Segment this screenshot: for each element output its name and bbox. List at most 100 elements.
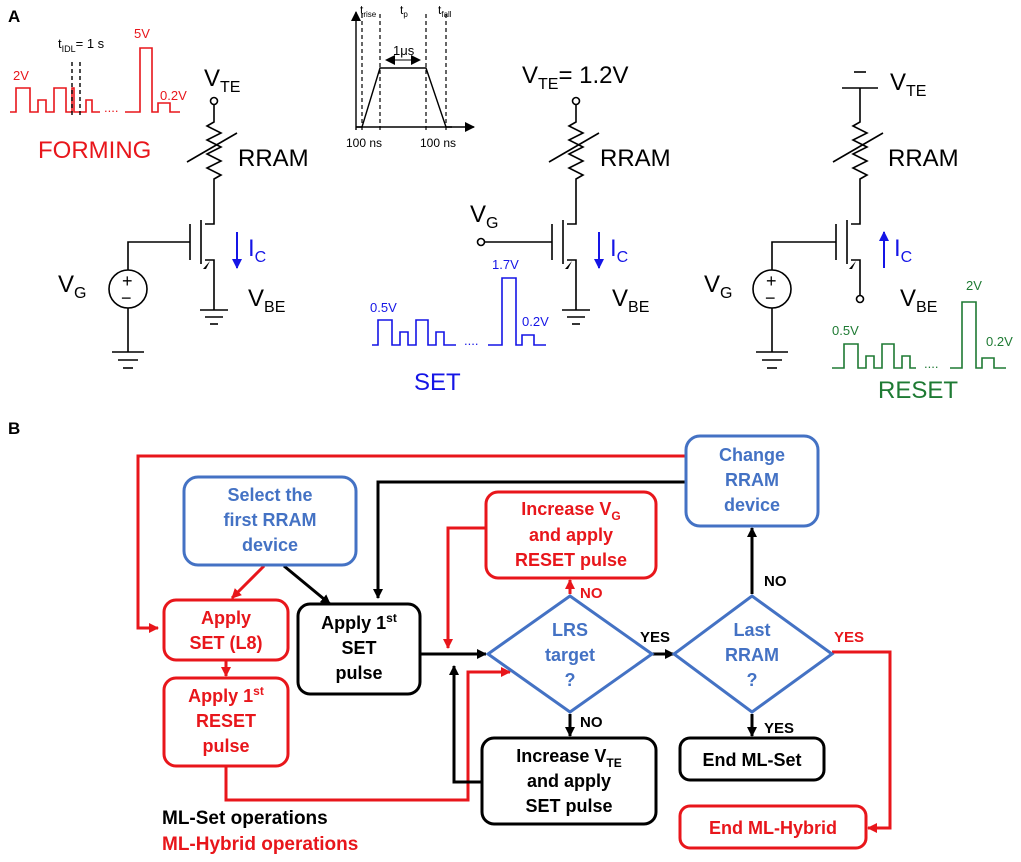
svg-text:device: device	[724, 495, 780, 515]
reset-v-start: 0.5V	[832, 323, 859, 338]
svg-text:Apply 1st: Apply 1st	[188, 684, 264, 706]
forming-circuit	[108, 96, 238, 369]
last-rram-diamond	[671, 594, 835, 714]
svg-text:Last: Last	[733, 620, 770, 640]
timing-width: 1μs	[393, 43, 415, 58]
svg-text:Increase VG: Increase VG	[521, 499, 620, 523]
forming-idl-markers	[71, 62, 81, 118]
forming-t-idl-label: tIDL= 1 s	[58, 36, 105, 54]
svg-text:RESET: RESET	[196, 711, 256, 731]
forming-vte-label: VTE	[204, 65, 240, 96]
timing-t-p: tp	[400, 3, 408, 19]
forming-rram-label: RRAM	[238, 145, 309, 172]
svg-text:RESET pulse: RESET pulse	[515, 550, 627, 570]
svg-text:LRS: LRS	[552, 620, 588, 640]
timing-diagram	[351, 11, 475, 132]
set-circuit	[476, 96, 600, 325]
set-waveform	[372, 277, 546, 346]
end-ml-set-text: End ML-Set	[703, 750, 802, 770]
select-first-rram-box	[182, 475, 358, 567]
forming-minus: −	[121, 288, 132, 308]
svg-text:Select the: Select the	[227, 485, 312, 505]
set-vte-label: VTE= 1.2V	[522, 62, 629, 93]
svg-text:?: ?	[565, 670, 576, 690]
forming-title: FORMING	[38, 137, 151, 164]
last-no-label: NO	[764, 573, 787, 590]
end-ml-hybrid-text: End ML-Hybrid	[709, 818, 837, 838]
select-first-rram-text: Select the first RRAM device	[224, 485, 317, 555]
legend-ml-set: ML-Set operations	[162, 808, 328, 829]
svg-text:?: ?	[747, 670, 758, 690]
panel-b-label: B	[8, 419, 20, 438]
forming-vbe-label: VBE	[248, 285, 285, 316]
reset-plus: +	[766, 271, 777, 291]
set-vbe-label: VBE	[612, 285, 649, 316]
svg-text:RRAM: RRAM	[725, 645, 779, 665]
timing-fall-time: 100 ns	[420, 136, 456, 150]
apply-first-set-box	[296, 602, 422, 696]
svg-text:RRAM: RRAM	[725, 470, 779, 490]
change-rram-text: Change RRAM device	[719, 445, 785, 515]
lrs-target-diamond	[485, 594, 655, 714]
svg-text:and apply: and apply	[529, 525, 613, 545]
svg-text:and apply: and apply	[527, 771, 611, 791]
set-dots: ....	[464, 333, 478, 348]
increase-vte-text: Increase VTE and apply SET pulse	[516, 746, 621, 816]
reset-minus: −	[765, 288, 776, 308]
set-ic-label: IC	[610, 235, 628, 266]
forming-v-peak: 5V	[134, 26, 150, 41]
forming-transistor-arrow	[203, 261, 210, 269]
set-rram-label: RRAM	[600, 145, 671, 172]
forming-v-start: 2V	[13, 68, 29, 83]
forming-ic-label: IC	[248, 235, 266, 266]
reset-v-read: 0.2V	[986, 334, 1013, 349]
last-rram-text: Last RRAM ?	[725, 620, 779, 690]
reset-title: RESET	[878, 377, 958, 404]
reset-vbe-label: VBE	[900, 285, 937, 316]
end-ml-set-box	[678, 736, 826, 782]
svg-text:first RRAM: first RRAM	[224, 510, 317, 530]
increase-vg-box	[484, 490, 658, 580]
increase-vte-box	[480, 736, 658, 826]
reset-rram-label: RRAM	[888, 145, 959, 172]
timing-rise-time: 100 ns	[346, 136, 382, 150]
change-rram-box	[684, 434, 820, 528]
lrs-no-black-label: NO	[580, 714, 603, 731]
svg-text:target: target	[545, 645, 595, 665]
forming-vg-label: VG	[58, 271, 86, 302]
timing-t-fall: tfall	[438, 3, 452, 19]
end-ml-hybrid-box	[678, 804, 868, 850]
svg-text:SET (L8): SET (L8)	[189, 633, 262, 653]
set-v-start: 0.5V	[370, 300, 397, 315]
apply-first-reset-text: Apply 1st RESET pulse	[188, 684, 264, 756]
svg-text:Apply 1st: Apply 1st	[321, 611, 397, 633]
svg-text:Increase VTE: Increase VTE	[516, 746, 621, 770]
reset-waveform	[832, 301, 1006, 369]
last-yes-red-label: YES	[834, 629, 864, 646]
reset-v-peak: 2V	[966, 278, 982, 293]
reset-circuit	[752, 71, 884, 369]
legend-ml-hybrid: ML-Hybrid operations	[162, 834, 358, 855]
apply-set-l8-text: Apply SET (L8)	[189, 608, 262, 653]
last-yes-label: YES	[764, 720, 794, 737]
flowchart-connectors	[136, 454, 892, 833]
svg-text:pulse: pulse	[202, 736, 249, 756]
svg-text:device: device	[242, 535, 298, 555]
lrs-no-red-label: NO	[580, 585, 603, 602]
set-v-read: 0.2V	[522, 314, 549, 329]
reset-vg-label: VG	[704, 271, 732, 302]
reset-dots: ....	[924, 356, 938, 371]
forming-plus: +	[122, 271, 133, 291]
svg-text:Apply: Apply	[201, 608, 251, 628]
svg-text:SET: SET	[341, 638, 376, 658]
panel-a-label: A	[8, 7, 20, 26]
set-v-peak: 1.7V	[492, 257, 519, 272]
svg-text:Change: Change	[719, 445, 785, 465]
forming-v-read: 0.2V	[160, 88, 187, 103]
reset-vte-label: VTE	[890, 69, 926, 100]
set-transistor-arrow	[565, 261, 572, 269]
apply-first-set-text: Apply 1st SET pulse	[321, 611, 397, 683]
svg-text:SET pulse: SET pulse	[525, 796, 612, 816]
increase-vg-text: Increase VG and apply RESET pulse	[515, 499, 627, 570]
